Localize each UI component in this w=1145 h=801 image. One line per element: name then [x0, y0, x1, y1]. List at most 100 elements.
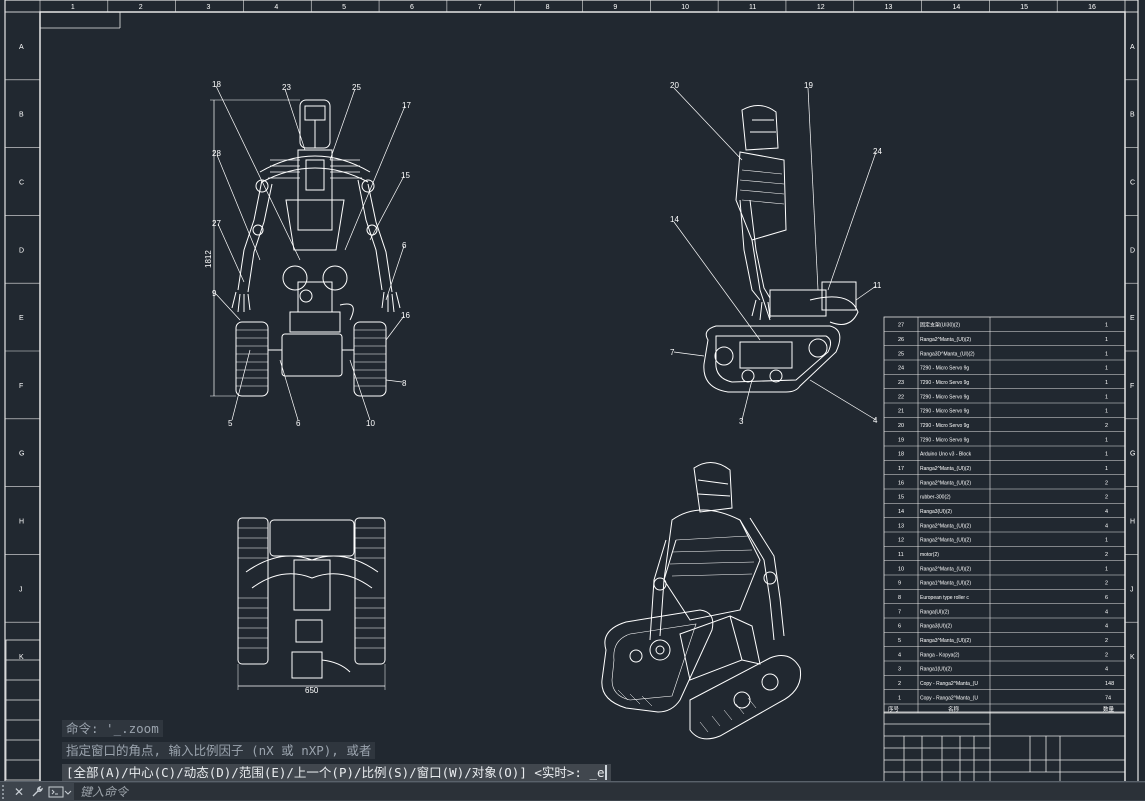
bom-row-number: 12	[898, 538, 904, 544]
row-label-right: E	[1130, 315, 1135, 322]
history-line-1: 命令: '_.zoom	[62, 720, 163, 737]
bom-row-qty: 2	[1105, 652, 1108, 658]
bom-row-qty: 4	[1105, 609, 1108, 615]
bom-row-name: Ranga3^Manta_(UI)(2)	[920, 638, 971, 644]
row-label-right: D	[1130, 247, 1135, 254]
bom-row-number: 3	[898, 667, 901, 673]
column-label-top: 6	[410, 4, 414, 11]
balloon-19: 19	[804, 81, 813, 90]
bom-row-number: 17	[898, 466, 904, 472]
balloon-5: 5	[228, 419, 233, 428]
bom-row-qty: 4	[1105, 624, 1108, 630]
row-label-left: D	[19, 247, 24, 254]
bom-row-number: 25	[898, 351, 904, 357]
history-line-2: 指定窗口的角点, 输入比例因子 (nX 或 nXP), 或者	[62, 742, 376, 759]
row-label-right: B	[1130, 112, 1135, 119]
bom-row-qty: 4	[1105, 509, 1108, 515]
row-label-left: F	[19, 383, 23, 390]
bom-header-qty: 数量	[1103, 705, 1115, 713]
row-label-right: G	[1130, 451, 1135, 458]
text-cursor: ​	[604, 765, 607, 780]
bom-row-name: 7290 - Micro Servo 9g	[920, 423, 969, 429]
column-label-top: 9	[613, 4, 617, 11]
balloon-6-bottom: 6	[296, 419, 301, 428]
bom-row-name: 7290 - Micro Servo 9g	[920, 437, 969, 443]
column-label-top: 11	[749, 4, 756, 11]
bom-row-number: 14	[898, 509, 904, 515]
balloon-9: 9	[212, 289, 217, 298]
bom-row-name: Copy - Ranga2^Manta_(U	[920, 695, 978, 701]
dimension-height-text: 1812	[204, 250, 213, 268]
balloon-11: 11	[873, 281, 882, 290]
balloon-8: 8	[402, 379, 407, 388]
command-prompt-icon[interactable]	[46, 783, 74, 801]
column-label-top: 12	[817, 4, 825, 11]
bom-row-number: 27	[898, 323, 904, 329]
bom-row-number: 7	[898, 609, 901, 615]
bom-row-qty: 1	[1105, 566, 1108, 572]
bom-row-number: 8	[898, 595, 901, 601]
bom-row-name: Copy - Ranga2^Manta_(U	[920, 681, 978, 687]
grip-handle-icon[interactable]	[2, 784, 10, 799]
row-label-left: J	[19, 586, 23, 593]
column-label-top: 3	[207, 4, 211, 11]
balloon-10: 10	[366, 419, 375, 428]
bom-row-number: 10	[898, 566, 904, 572]
command-history: 命令: '_.zoom 指定窗口的角点, 输入比例因子 (nX 或 nXP), …	[62, 718, 662, 784]
bom-row-name: Ranga2^Manta_(UI)(2)	[920, 538, 971, 544]
dimension-width-text: 650	[305, 686, 319, 695]
bom-row-qty: 1	[1105, 380, 1108, 386]
bom-row-name: Ranga2^Manta_(UI)(2)	[920, 337, 971, 343]
row-label-right: K	[1130, 654, 1135, 661]
command-input[interactable]	[74, 783, 1145, 800]
bom-row-name: 固定支架(UI30)(2)	[920, 322, 960, 329]
column-label-top: 16	[1088, 4, 1096, 11]
column-label-top: 15	[1020, 4, 1028, 11]
bom-row-qty: 1	[1105, 394, 1108, 400]
column-label-top: 5	[342, 4, 346, 11]
column-label-top: 7	[478, 4, 482, 11]
wrench-icon[interactable]	[28, 783, 46, 801]
bom-row-qty: 4	[1105, 667, 1108, 673]
bom-row-name: Ranga2^Manta_(UI)(2)	[920, 566, 971, 572]
bom-row-qty: 2	[1105, 495, 1108, 501]
command-line-bar: ✕	[0, 781, 1145, 801]
bom-row-number: 24	[898, 366, 904, 372]
front-view	[210, 85, 406, 421]
bom-row-number: 2	[898, 681, 901, 687]
bom-row-qty: 4	[1105, 523, 1108, 529]
bom-row-name: 7290 - Micro Servo 9g	[920, 394, 969, 400]
bom-row-name: 7290 - Micro Servo 9g	[920, 380, 969, 386]
bom-row-number: 16	[898, 480, 904, 486]
bom-row-qty: 2	[1105, 638, 1108, 644]
bom-row-name: Ranga2^Manta_(UI)(2)	[920, 523, 971, 529]
bom-row-qty: 6	[1105, 595, 1108, 601]
balloon-28: 28	[212, 149, 221, 158]
close-icon[interactable]: ✕	[13, 784, 25, 799]
column-label-top: 1	[71, 4, 75, 11]
front-view-labels: 18 23 25 17 28 15 27 6 9 16 8 5 6 10 181…	[204, 80, 411, 428]
column-label-top: 4	[274, 4, 278, 11]
column-label-top: 2	[139, 4, 143, 11]
balloon-3: 3	[739, 417, 744, 426]
bom-row-qty: 148	[1105, 681, 1114, 687]
bom-row-qty: 2	[1105, 581, 1108, 587]
sheet-outer-border	[4, 0, 1139, 800]
bom-row-qty: 2	[1105, 480, 1108, 486]
sheet-inner-border	[39, 11, 1126, 793]
balloon-23: 23	[282, 83, 291, 92]
row-label-left: C	[19, 180, 24, 187]
bom-row-qty: 1	[1105, 466, 1108, 472]
bom-row-qty: 1	[1105, 452, 1108, 458]
history-line-3-text: [全部(A)/中心(C)/动态(D)/范围(E)/上一个(P)/比例(S)/窗口…	[66, 765, 605, 780]
title-block	[883, 711, 1126, 783]
bom-row-number: 6	[898, 624, 901, 630]
balloon-4: 4	[873, 416, 878, 425]
bom-row-number: 9	[898, 581, 901, 587]
balloon-27: 27	[212, 219, 221, 228]
bom-row-number: 4	[898, 652, 901, 658]
balloon-16: 16	[401, 311, 410, 320]
bom-row-qty: 1	[1105, 538, 1108, 544]
